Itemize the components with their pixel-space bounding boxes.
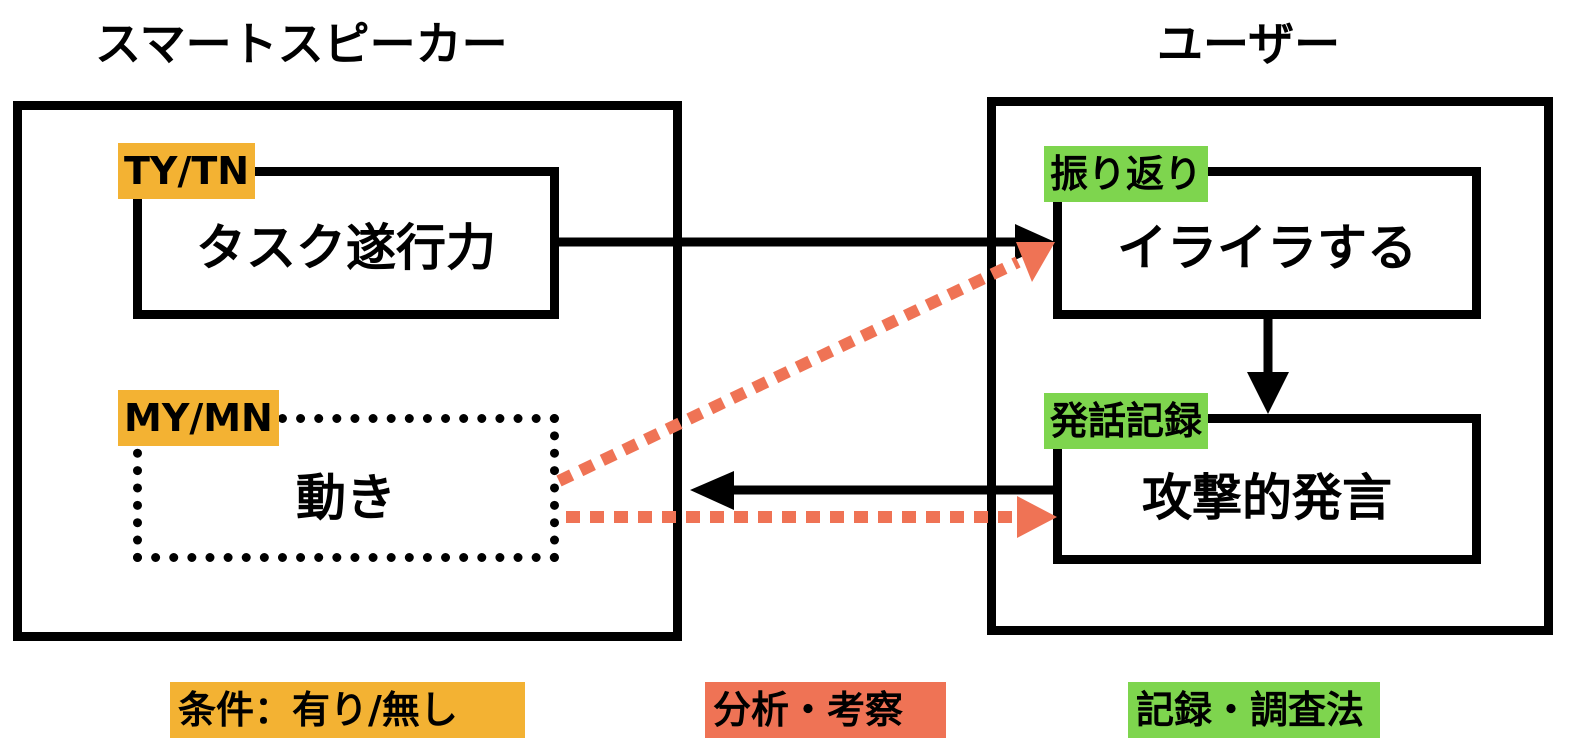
arrowhead-icon [1017, 496, 1057, 538]
movement-box [133, 414, 559, 562]
user-group [987, 97, 1553, 635]
task-performance-box [133, 167, 559, 319]
speech-record-tag: 発話記録 [1044, 393, 1209, 449]
task-condition-tag: TY/TN [118, 143, 256, 199]
legend-record: 記録・調査法 [1128, 682, 1380, 738]
reflection-tag: 振り返り [1044, 146, 1209, 202]
aggressive-speech-box [1053, 414, 1481, 564]
movement-label: 動き [296, 469, 396, 527]
smart-speaker-title: スマートスピーカー [95, 17, 508, 71]
arrowhead-icon [1247, 372, 1289, 414]
arrowhead-icon [690, 471, 734, 510]
edge-speech-to-speaker [690, 471, 1053, 510]
edge-movement-to-speech [566, 496, 1057, 538]
irritation-label: イライラする [1117, 219, 1417, 277]
arrowhead-icon [1016, 242, 1055, 282]
edge-irritation-to-speech [1247, 319, 1289, 414]
aggressive-speech-label: 攻撃的発言 [1142, 469, 1392, 527]
legend-condition: 条件：有り/無し [170, 682, 525, 738]
edge-task-to-irritation [559, 224, 1055, 260]
irritation-box [1053, 167, 1481, 319]
smart-speaker-group [13, 101, 682, 641]
legend-analysis: 分析・考察 [705, 682, 946, 738]
task-performance-label: タスク遂行力 [196, 219, 496, 277]
movement-condition-tag: MY/MN [118, 390, 279, 446]
edge-movement-to-irritation [556, 242, 1055, 487]
user-title: ユーザー [1157, 17, 1341, 71]
